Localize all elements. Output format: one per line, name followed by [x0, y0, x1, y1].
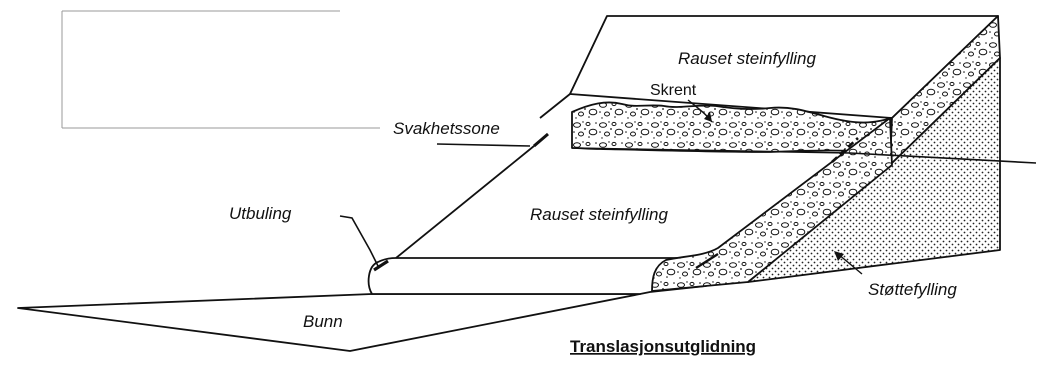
label-skrent: Skrent: [650, 82, 697, 99]
label-rauset-top: Rauset steinfylling: [678, 49, 817, 68]
diagram-title: Translasjonsutglidning: [570, 337, 756, 356]
label-box: [62, 11, 380, 128]
label-stottefylling: Støttefylling: [868, 280, 957, 299]
label-utbuling: Utbuling: [229, 204, 292, 223]
label-rauset-mid: Rauset steinfylling: [530, 205, 669, 224]
label-bunn: Bunn: [303, 312, 343, 331]
label-svakhetssone: Svakhetssone: [393, 119, 500, 138]
